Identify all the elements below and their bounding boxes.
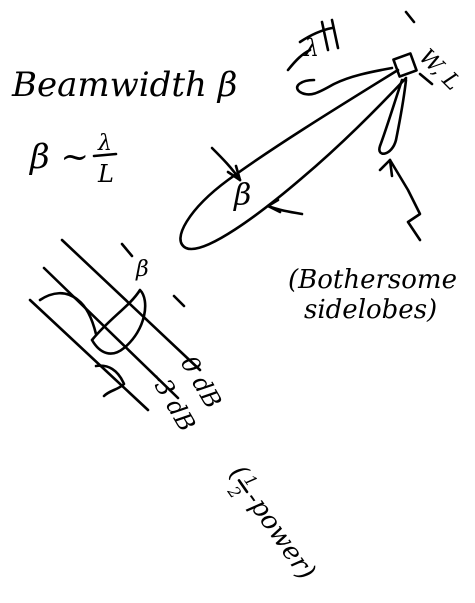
beta-arrow-upper (210, 146, 242, 182)
sidelobe-annotation-line1: (Bothersome (288, 265, 457, 295)
formula-denominator: L (97, 160, 114, 188)
sidelobe-annotation-line2: sidelobes) (304, 295, 437, 325)
half-power-denominator: 2 (223, 482, 245, 502)
lambda-label: λ (303, 34, 319, 62)
formula-lhs: β ~ (28, 137, 89, 177)
beta-small-arrows (120, 242, 186, 308)
level-line-3 (28, 298, 150, 412)
squiggle-lower (94, 364, 126, 398)
beam-cross-section (90, 288, 147, 355)
beta-arrowhead-upper (226, 164, 242, 182)
half-power-text: -power) (239, 485, 322, 585)
aperture-dimension-ticks (404, 10, 434, 86)
formula-fraction-bar (92, 152, 118, 158)
beta-main-label: β (233, 178, 251, 213)
level-line-1 (60, 238, 202, 372)
aperture-label: W, L (414, 45, 465, 96)
beta-small-label: β (135, 257, 149, 282)
title-text: Beamwidth β (11, 65, 237, 105)
level-line-2 (42, 266, 180, 400)
half-power-fraction-bar (237, 479, 249, 494)
sidelobe-pointer-arrow (388, 158, 422, 242)
sidelobe-arrowhead (378, 158, 394, 178)
half-power-annotation: ( 1 2 -power) (223, 460, 322, 586)
formula-numerator: λ (97, 131, 112, 156)
squiggle-upper (38, 291, 98, 336)
main-beam-lobe (179, 68, 408, 251)
lower-sidelobe (378, 78, 408, 155)
antenna-aperture (392, 52, 418, 78)
wavelength-marker (286, 18, 340, 72)
beta-arrowhead-lower (266, 198, 282, 214)
upper-sidelobe (295, 66, 394, 96)
